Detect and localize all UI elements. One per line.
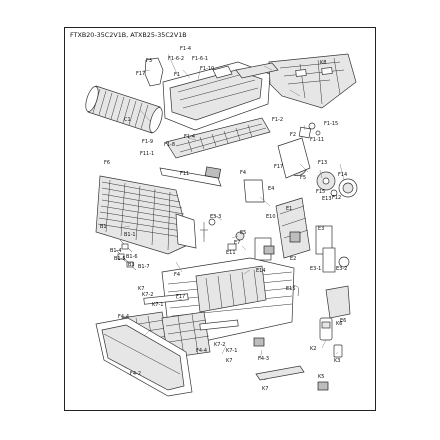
part-label: F6: [104, 160, 110, 166]
part-label: E4: [268, 186, 274, 192]
remote-holder-drawing: [325, 285, 351, 319]
part-label: B1-1: [124, 232, 136, 238]
k7-strip-drawing: [255, 365, 305, 381]
part-label: E7: [234, 240, 240, 246]
control-box-drawing: [243, 179, 350, 273]
part-label: F14: [338, 172, 347, 178]
swing-rod-drawing: [159, 167, 222, 187]
part-label: K3: [334, 358, 340, 364]
part-label: F17: [274, 164, 283, 170]
part-label: B1-7: [138, 264, 150, 270]
diagram-title: FTXB20-35C2V1B, ATXB25-35C2V1B: [70, 31, 187, 39]
part-label: F17: [136, 71, 145, 77]
part-label: E6: [340, 318, 346, 324]
part-label: K7: [226, 358, 232, 364]
part-label: E10: [266, 214, 276, 220]
remote-display-drawing: [321, 321, 331, 329]
part-label: F1-4: [184, 134, 195, 140]
bearing-holder-drawing: [144, 57, 164, 87]
part-label: K2: [310, 346, 316, 352]
cross-flow-fan-drawing: [85, 85, 163, 134]
part-label: F4: [174, 272, 180, 278]
part-label: E3-2: [336, 266, 347, 272]
part-label: F1-15: [324, 121, 338, 127]
part-label: E13: [322, 196, 332, 202]
part-label: B3: [128, 262, 135, 268]
part-label: F15: [316, 189, 325, 195]
part-label: E15: [286, 286, 296, 292]
part-label: E11: [226, 250, 236, 256]
part-label: K7-2: [214, 342, 225, 348]
part-label: K5: [318, 374, 324, 380]
part-label: F4: [240, 170, 246, 176]
part-label: B1: [100, 224, 107, 230]
part-label: F12: [332, 195, 341, 201]
part-label: F4-2: [130, 371, 141, 377]
part-label: F1-6-1: [192, 56, 208, 62]
part-label: F11-1: [140, 151, 154, 157]
top-strip-drawing: [235, 62, 279, 79]
part-label: F1-4: [180, 46, 191, 52]
part-label: K7-1: [226, 348, 237, 354]
part-label: F3: [146, 58, 152, 64]
part-label: F4-4: [118, 314, 129, 320]
swing-blade-assembly-drawing: [165, 117, 271, 159]
part-label: K7-1: [152, 302, 163, 308]
part-label: K6: [336, 321, 342, 327]
front-panel-drawing: [95, 317, 193, 397]
k5-part-drawing: [317, 381, 329, 391]
pipe-fittings-drawing: [115, 239, 137, 271]
part-label: C1: [124, 117, 131, 123]
part-label: K7: [262, 386, 268, 392]
part-label: E5: [240, 230, 246, 236]
part-label: F1-10: [200, 66, 214, 72]
battery-cover-drawing: [333, 344, 343, 358]
part-label: E3-1: [310, 266, 321, 272]
part-label: F1-9: [142, 139, 153, 145]
part-label: F1-2: [272, 117, 283, 123]
part-label: F17: [176, 294, 185, 300]
part-label: B1-5: [114, 256, 126, 262]
mounting-plate-drawing: [268, 53, 357, 109]
part-label: F1: [174, 72, 180, 78]
part-label: F1-6-2: [168, 56, 184, 62]
f1-15-part-drawing: [308, 122, 316, 130]
part-label: F4-4: [196, 348, 207, 354]
part-label: B1-4: [110, 248, 122, 254]
part-label: K7: [138, 286, 144, 292]
part-label: F1-8: [164, 142, 175, 148]
part-label: F2: [290, 132, 296, 138]
part-label: B1-6: [126, 254, 138, 260]
part-label: E3-3: [210, 214, 221, 220]
part-label: K7-2: [142, 292, 153, 298]
f4-3-part-drawing: [253, 337, 265, 347]
part-label: F13: [318, 160, 327, 166]
main-frame-drawing: [162, 61, 271, 131]
remote-control-drawing: [319, 317, 333, 341]
heat-exchanger-drawing: [95, 175, 197, 255]
swing-motor-drawing: [204, 166, 221, 179]
part-label: E3: [318, 226, 324, 232]
f2-part-drawing: [298, 126, 312, 139]
part-label: E1: [286, 206, 292, 212]
part-labels: F1-4 F3 F1-6-2 F1-6-1 F1-10 F1 K8 F17 C1…: [100, 46, 347, 392]
part-label: F4-3: [258, 356, 269, 362]
part-label: F11: [180, 171, 189, 177]
f1-11-screw-drawing: [315, 130, 321, 136]
part-label: F5: [300, 175, 306, 181]
part-label: K8: [320, 60, 326, 66]
fan-motor-group-drawing: [277, 137, 358, 198]
part-label: E14: [256, 268, 266, 274]
sensor-parts-drawing: [200, 218, 299, 297]
part-label: E2: [290, 256, 296, 262]
part-label: F1-11: [310, 137, 324, 143]
